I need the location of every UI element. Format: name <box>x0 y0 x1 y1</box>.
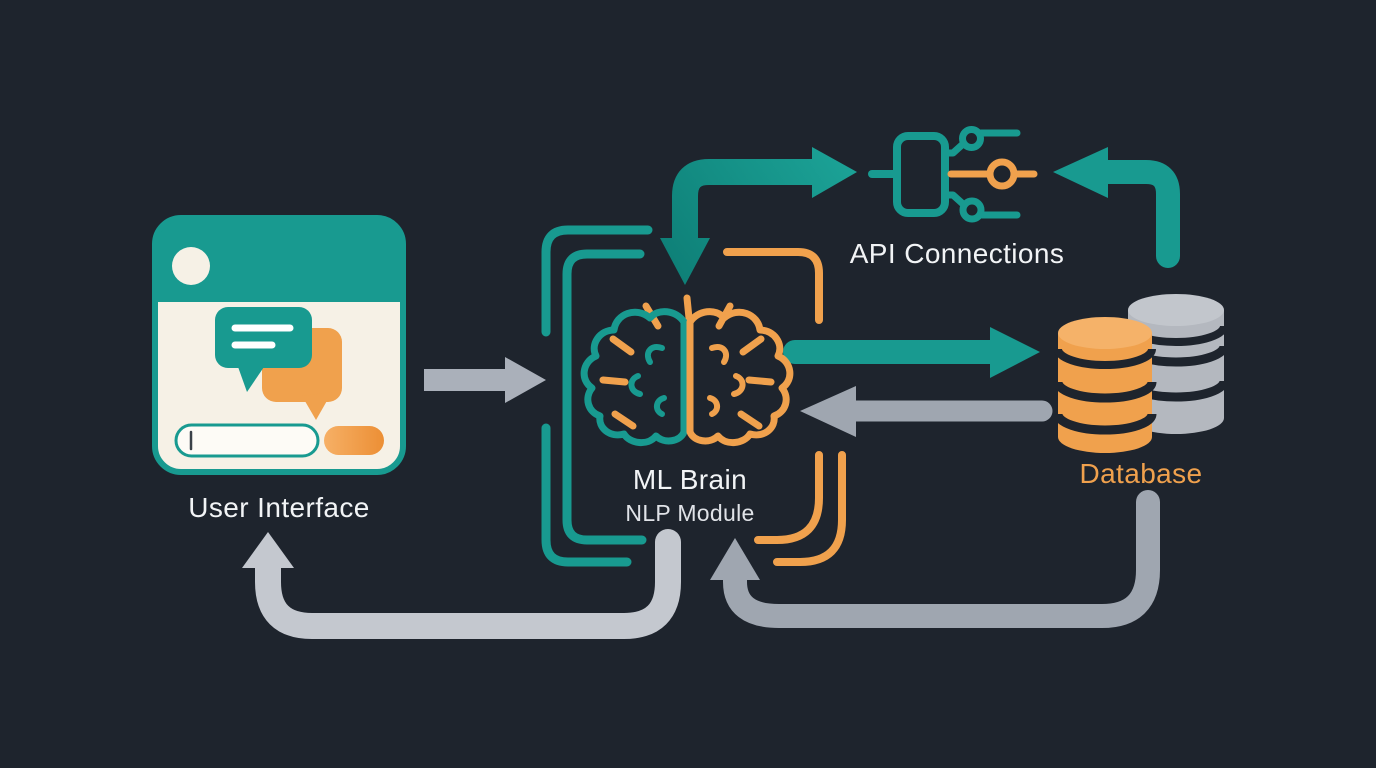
arrow-brain-to-db-head <box>990 327 1040 378</box>
brain-left-hemisphere <box>580 308 688 446</box>
orange-cylinder <box>1053 317 1157 453</box>
bracket-orange-top-right <box>723 248 823 324</box>
database-cylinders-icon <box>1053 294 1229 453</box>
arrow-brain-to-api-shaft <box>672 159 813 242</box>
avatar-dot <box>172 247 210 285</box>
arrow-db-to-api-head <box>1053 147 1108 198</box>
bracket-orange-bottom-inner <box>754 451 823 544</box>
arrow-brain-to-api-down-head <box>660 238 710 285</box>
brain-subtitle: NLP Module <box>625 500 754 526</box>
arrow-brain-to-ui-return <box>242 529 681 639</box>
orange-cylinder-band-1 <box>1053 381 1157 403</box>
api-node-top-circle <box>959 126 984 151</box>
bracket-teal-inner <box>562 249 647 545</box>
api-box <box>893 132 949 217</box>
bracket-orange-bottom-outer <box>773 451 846 566</box>
brain-bracket-frame <box>541 225 846 567</box>
orange-cylinder-top <box>1058 317 1152 349</box>
orange-bubble-tail <box>302 392 332 420</box>
chat-text-lines <box>231 324 294 349</box>
arrow-ui-to-brain <box>424 357 546 403</box>
gray-cylinder-top <box>1128 294 1224 326</box>
arrow-db-to-brain-return-shaft <box>723 490 1160 628</box>
arrow-db-to-api <box>1053 147 1180 268</box>
arrow-ui-to-brain-shape <box>424 357 546 403</box>
arrow-db-to-api-shaft <box>1094 160 1180 268</box>
ui-label: User Interface <box>188 492 369 523</box>
brain-title: ML Brain <box>633 464 747 495</box>
arrow-brain-to-api <box>660 147 857 285</box>
db-label: Database <box>1079 458 1202 489</box>
api-branch-bottom <box>941 191 967 208</box>
arrow-brain-to-api-right-head <box>812 147 857 198</box>
arrow-brain-to-ui-shaft <box>255 529 681 639</box>
orange-cylinder-band-2 <box>1053 413 1157 435</box>
arrow-db-to-brain-return-head <box>710 538 760 580</box>
brain-left-folds <box>628 344 667 417</box>
arrow-brain-to-ui-head <box>242 532 294 568</box>
api-node-icon <box>868 126 1038 223</box>
chat-bubbles-icon <box>215 307 342 420</box>
ui-window-card <box>152 215 406 475</box>
ui-card-header <box>155 218 403 302</box>
bracket-teal-outer-top <box>541 225 653 337</box>
brain-right-folds <box>707 344 746 417</box>
teal-bubble-tail <box>237 364 266 392</box>
arrow-db-to-brain-return <box>710 490 1160 628</box>
api-label: API Connections <box>850 238 1065 269</box>
brain-right-hemisphere <box>686 308 794 446</box>
api-node-bottom-circle <box>959 197 985 223</box>
bracket-teal-outer-bottom <box>541 423 632 567</box>
text-input-field <box>174 423 320 458</box>
api-node-mid-circle <box>986 158 1018 190</box>
send-button <box>324 426 384 455</box>
api-branch-top <box>941 140 967 157</box>
arrow-brain-to-db <box>783 327 1040 378</box>
teal-chat-bubble <box>215 307 312 392</box>
brain-icon <box>580 294 794 446</box>
arrow-db-to-brain-head <box>800 386 856 437</box>
orange-cylinder-band-0 <box>1054 348 1156 369</box>
ui-card-border <box>152 215 406 475</box>
arrow-db-to-brain <box>800 386 1053 437</box>
